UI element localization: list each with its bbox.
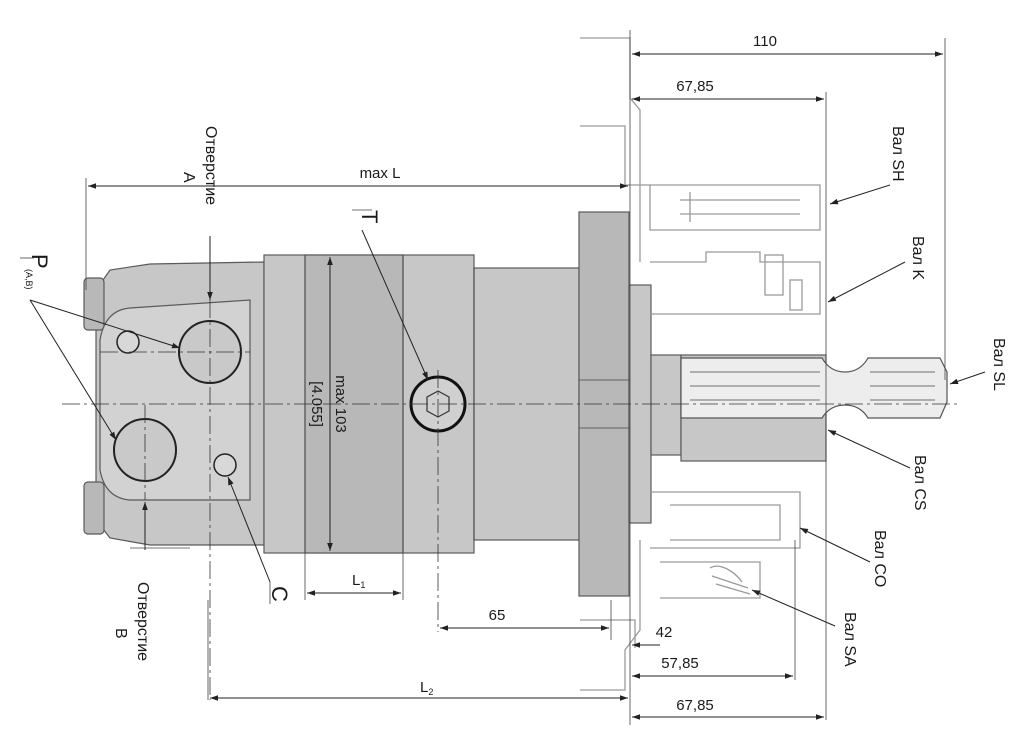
bolt-head-bottom: [83, 481, 105, 535]
dim-65: 65: [489, 607, 506, 624]
dim-57-85: 57,85: [661, 655, 699, 672]
dim-l1: L1: [352, 572, 365, 590]
shaft-sl-label: Вал SL: [990, 338, 1007, 391]
p-label-sub: (A,B): [24, 269, 34, 290]
dim-max-103: max 103: [332, 375, 349, 433]
dimension-lines: [85, 30, 946, 725]
dim-42: 42: [656, 624, 673, 641]
port-b-letter: B: [112, 628, 129, 639]
c-label: C: [267, 586, 292, 602]
dim-110: 110: [753, 33, 777, 50]
bolt-head-top: [83, 277, 105, 331]
dimension-labels: 110 67,85 max L max 103 [4.055] L1 65 42…: [308, 33, 777, 714]
shaft-k-label: Вал K: [909, 236, 926, 280]
center-lines: [62, 300, 960, 700]
port-a-letter: A: [180, 172, 197, 183]
ports: [113, 320, 467, 482]
port-c-hole: [213, 453, 237, 477]
shaft-cs-label: Вал CS: [911, 455, 928, 511]
shaft-base: [650, 354, 682, 456]
dim-l2: L2: [420, 679, 433, 697]
shaft-co-label: Вал CO: [871, 530, 888, 587]
dim-max-l: max L: [360, 165, 401, 182]
dim-67-85-bottom: 67,85: [676, 697, 714, 714]
shaft-sh-label: Вал SH: [889, 126, 906, 182]
t-label: T: [357, 210, 382, 223]
shaft-sl: [680, 357, 948, 419]
dim-max-103-inch: [4.055]: [308, 381, 325, 427]
shaft-labels: Вал SH Вал K Вал SL Вал CS Вал CO Вал SA: [751, 126, 1007, 667]
dim-67-85-top: 67,85: [676, 78, 714, 95]
p-label: P: [27, 254, 52, 269]
shaft-sa-label: Вал SA: [841, 612, 858, 667]
port-b-label: Отверстие: [134, 582, 151, 661]
port-a-label: Отверстие: [202, 126, 219, 205]
port-labels: Отверстие A Отверстие B P (A,B) T C: [20, 126, 429, 661]
